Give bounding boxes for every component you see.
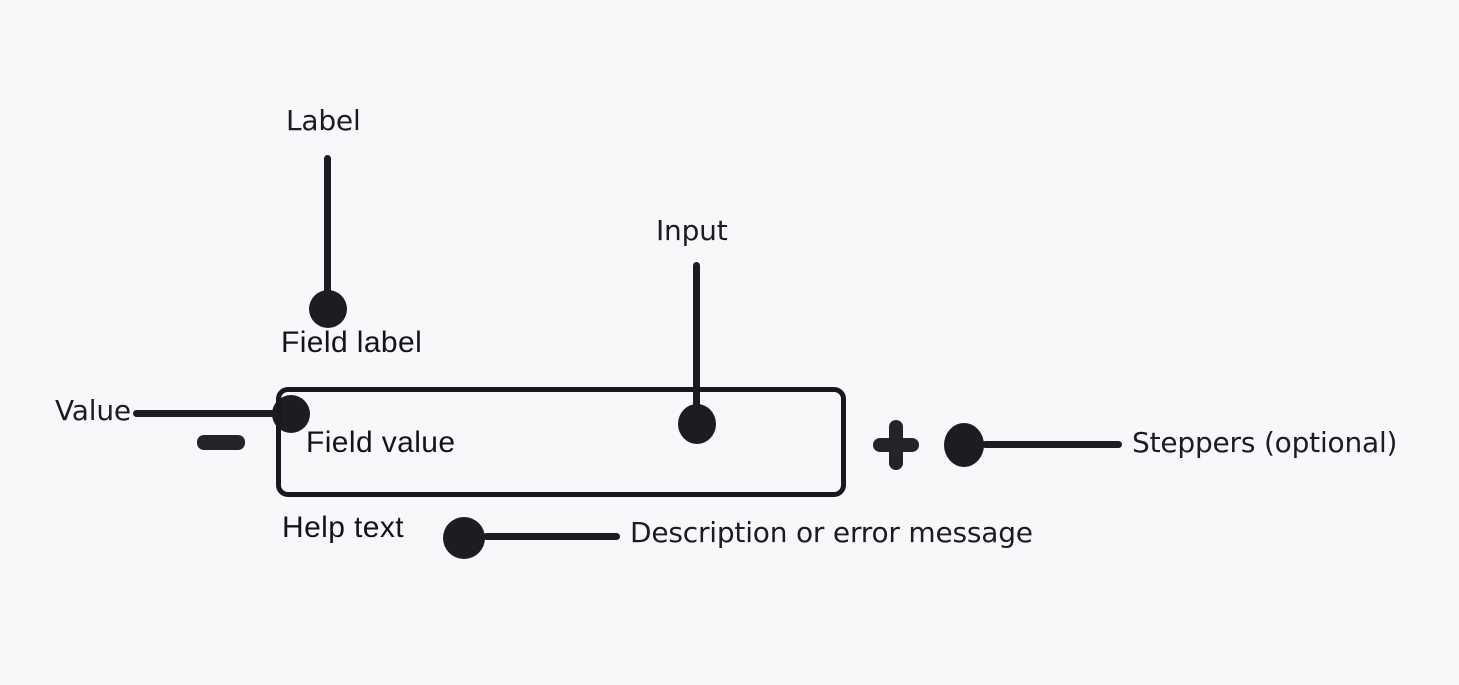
annotation-description: Description or error message [630, 516, 1033, 549]
minus-icon [197, 435, 245, 450]
plus-icon [873, 420, 919, 470]
annotation-label: Label [286, 104, 361, 137]
decrement-stepper-button[interactable] [197, 435, 245, 450]
steppers-callout-line [982, 441, 1122, 448]
field-value-text: Field value [306, 426, 456, 459]
steppers-callout-dot [944, 423, 984, 467]
label-callout-dot [309, 290, 347, 328]
increment-stepper-button[interactable] [873, 420, 919, 470]
annotation-input: Input [656, 214, 728, 247]
help-text: Help text [282, 511, 404, 544]
help-callout-dot [443, 517, 485, 559]
input-callout-line [693, 262, 700, 414]
input-callout-dot [678, 404, 716, 444]
number-input-field[interactable] [276, 387, 846, 497]
help-callout-line [483, 533, 620, 540]
annotation-steppers: Steppers (optional) [1132, 426, 1398, 459]
annotation-value: Value [55, 394, 131, 427]
field-label: Field label [281, 326, 423, 359]
label-callout-line [324, 155, 331, 305]
value-callout-line [133, 410, 278, 417]
